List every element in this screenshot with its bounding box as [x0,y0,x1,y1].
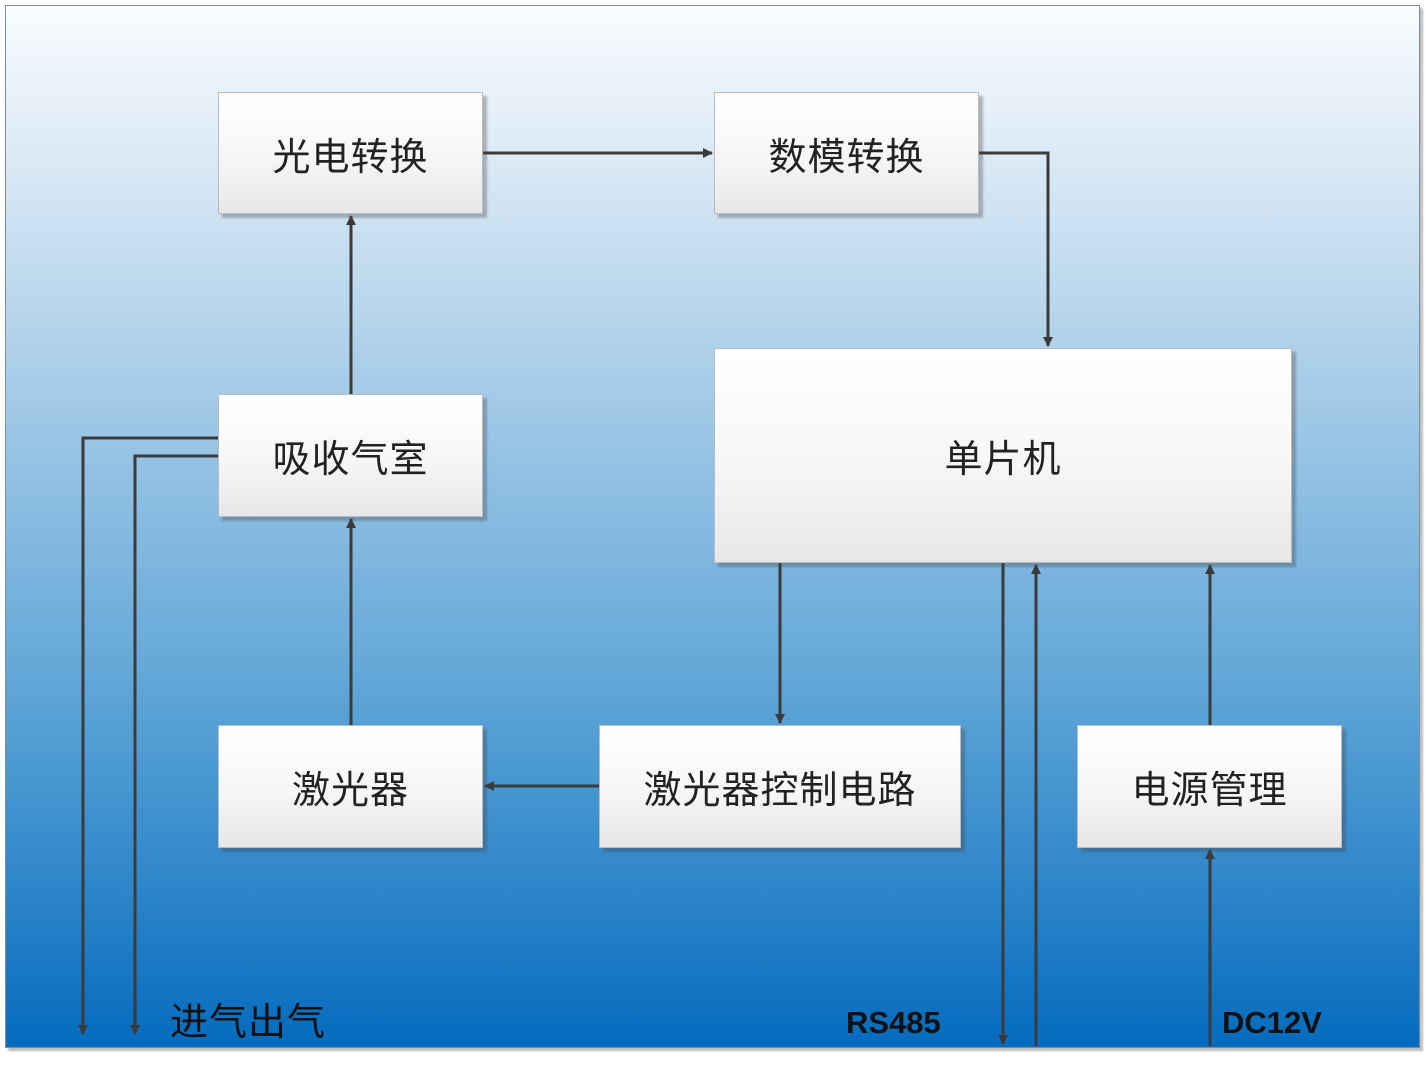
adc-to-mcu-arrow [979,151,1053,347]
adc-block: 数模转换 [714,92,979,214]
dc12v-label: DC12V [1222,1005,1322,1040]
laser-block: 激光器 [218,725,483,848]
gas-cell-outlet-line-2 [130,454,218,1035]
gas-cell-outlet-line-1 [78,436,218,1035]
gas-io-label: 进气出气 [170,1000,327,1044]
power-management-block: 电源管理 [1077,725,1342,848]
mcu-block: 单片机 [714,348,1292,563]
rs485-label: RS485 [846,1005,941,1040]
gas-cell-block: 吸收气室 [218,394,483,517]
laser-driver-block: 激光器控制电路 [599,725,961,848]
photoelectric-conversion-block: 光电转换 [218,92,483,214]
